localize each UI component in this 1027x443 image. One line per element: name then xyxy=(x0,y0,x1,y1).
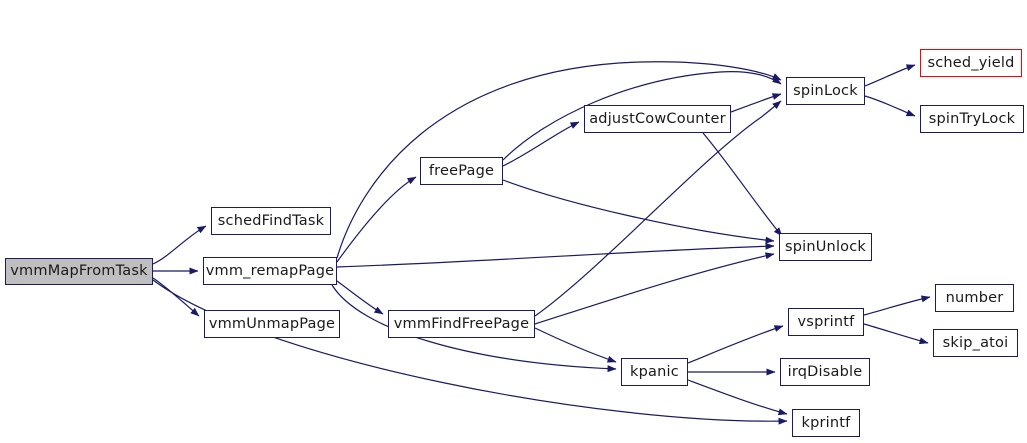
graph-node-label: skip_atoi xyxy=(942,334,1009,351)
graph-node-adjustCowCounter[interactable]: adjustCowCounter xyxy=(584,105,731,133)
graph-edge-vsprintf-to-number xyxy=(863,295,931,316)
graph-edge-vmmMapFromTask-to-schedFindTask xyxy=(152,225,207,265)
graph-node-kprintf[interactable]: kprintf xyxy=(792,409,860,437)
graph-node-label: irqDisable xyxy=(787,363,863,380)
graph-node-number[interactable]: number xyxy=(935,284,1014,312)
graph-edge-vmm_remapPage-to-freePage xyxy=(336,176,417,263)
graph-edge-vsprintf-to-skip_atoi xyxy=(863,323,929,345)
graph-edge-freePage-to-spinUnlock xyxy=(502,179,775,244)
graph-node-kpanic[interactable]: kpanic xyxy=(621,358,688,386)
graph-node-label: schedFindTask xyxy=(217,212,325,229)
graph-node-irqDisable[interactable]: irqDisable xyxy=(780,358,870,386)
graph-node-label: vmm_remapPage xyxy=(205,262,335,279)
graph-edge-adjustCowCounter-to-spinLock xyxy=(730,93,782,113)
graph-edge-freePage-to-adjustCowCounter xyxy=(502,121,580,167)
graph-node-label: adjustCowCounter xyxy=(589,110,726,127)
graph-node-label: sched_yield xyxy=(927,54,1015,71)
graph-edge-vmmFindFreePage-to-spinLock xyxy=(534,100,782,317)
graph-edge-kpanic-to-kprintf xyxy=(687,379,788,416)
graph-node-label: spinTryLock xyxy=(928,110,1016,127)
graph-node-freePage[interactable]: freePage xyxy=(420,157,503,185)
graph-node-label: vsprintf xyxy=(797,313,855,330)
graph-edge-vmmMapFromTask-to-kprintf xyxy=(152,279,788,425)
graph-node-schedFindTask[interactable]: schedFindTask xyxy=(211,207,331,235)
graph-node-spinTryLock[interactable]: spinTryLock xyxy=(920,105,1024,133)
graph-edge-vmm_remapPage-to-spinLock xyxy=(336,61,782,259)
graph-node-label: spinLock xyxy=(793,82,858,99)
graph-edge-vmmMapFromTask-to-vmmUnmapPage xyxy=(152,277,200,317)
graph-node-label: vmmUnmapPage xyxy=(208,315,336,332)
graph-node-label: vmmFindFreePage xyxy=(393,315,530,332)
graph-edge-spinLock-to-sched_yield xyxy=(864,64,916,87)
graph-node-label: vmmMapFromTask xyxy=(10,263,148,280)
graph-edge-vmm_remapPage-to-vmmFindFreePage xyxy=(336,280,384,315)
graph-node-vmmFindFreePage[interactable]: vmmFindFreePage xyxy=(388,310,535,338)
graph-node-vmmMapFromTask[interactable]: vmmMapFromTask xyxy=(5,258,153,285)
graph-node-label: freePage xyxy=(428,162,495,179)
graph-node-skip_atoi[interactable]: skip_atoi xyxy=(933,329,1018,357)
graph-node-label: kpanic xyxy=(630,363,679,380)
graph-node-label: number xyxy=(945,289,1004,306)
graph-node-vmm_remapPage[interactable]: vmm_remapPage xyxy=(203,257,337,285)
graph-node-spinLock[interactable]: spinLock xyxy=(786,77,865,105)
graph-edge-vmm_remapPage-to-spinUnlock xyxy=(336,242,775,268)
graph-edge-vmmFindFreePage-to-spinUnlock xyxy=(534,252,775,325)
graph-node-label: kprintf xyxy=(801,414,851,431)
graph-edge-adjustCowCounter-to-spinUnlock xyxy=(702,132,783,237)
edge-group xyxy=(152,61,931,425)
graph-node-vmmUnmapPage[interactable]: vmmUnmapPage xyxy=(204,310,340,338)
graph-node-label: spinUnlock xyxy=(784,238,867,255)
graph-node-vsprintf[interactable]: vsprintf xyxy=(788,308,864,336)
graph-edge-vmmFindFreePage-to-kpanic xyxy=(534,327,617,363)
graph-node-spinUnlock[interactable]: spinUnlock xyxy=(779,233,872,261)
graph-edge-vmm_remapPage-to-kpanic xyxy=(331,284,617,373)
graph-edge-freePage-to-spinLock xyxy=(502,71,782,161)
graph-node-sched_yield[interactable]: sched_yield xyxy=(920,49,1022,77)
graph-edge-kpanic-to-vsprintf xyxy=(687,325,784,364)
graph-edge-spinLock-to-spinTryLock xyxy=(864,95,916,117)
